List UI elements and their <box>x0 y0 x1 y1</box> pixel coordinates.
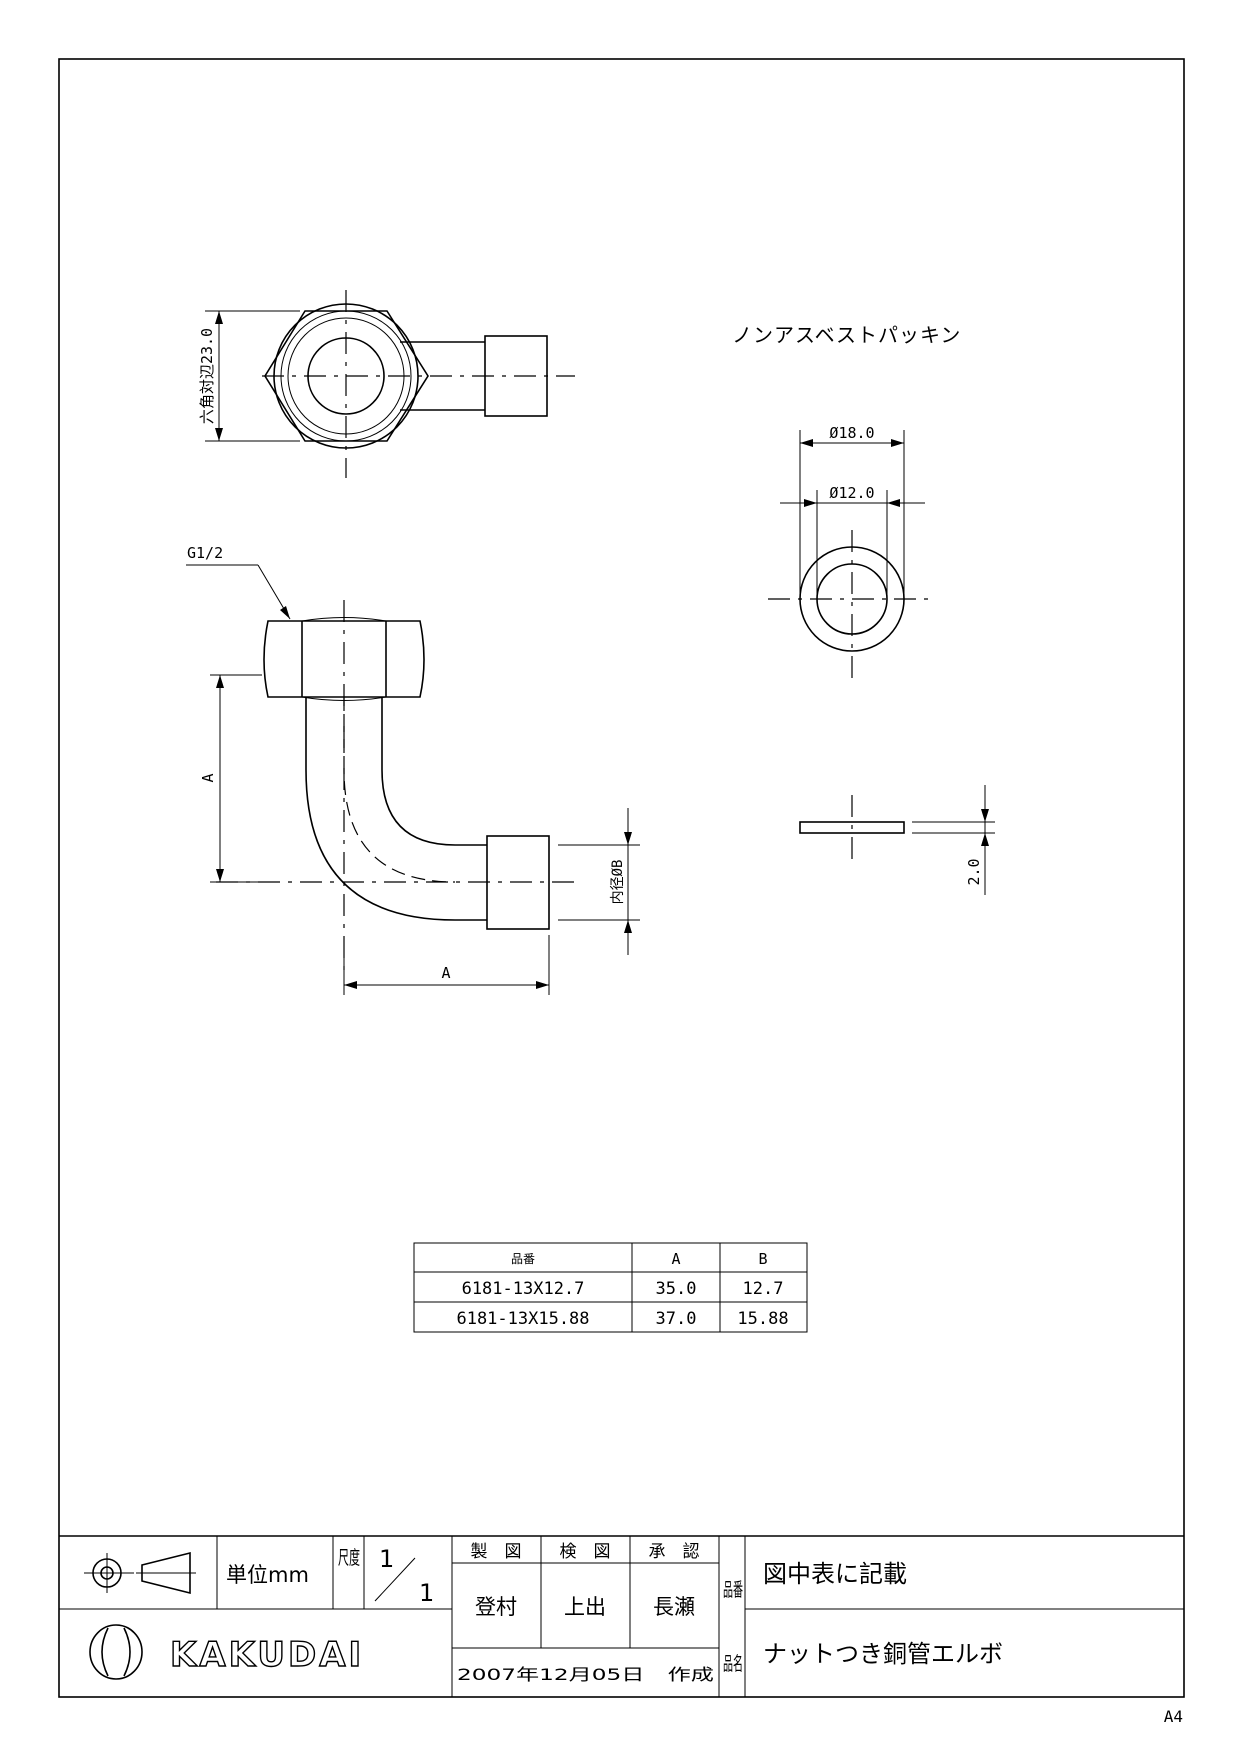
spec-row-2-b: 15.88 <box>737 1309 788 1329</box>
approved-by: 長瀬 <box>653 1595 695 1619</box>
kakudai-logo: KAKUDAI <box>89 1624 364 1680</box>
spec-row-1-part-no: 6181-13X12.7 <box>462 1279 585 1299</box>
scale-label: 尺度 <box>338 1547 360 1569</box>
packing-title: ノンアスベストパッキン <box>732 323 961 347</box>
spec-row-1-a: 35.0 <box>656 1279 697 1299</box>
hex-flat-dimension: 六角対辺23.0 <box>198 328 216 424</box>
drawn-by: 登村 <box>475 1595 517 1619</box>
spec-header-b: B <box>758 1250 767 1268</box>
spec-table: 品番 A B 6181-13X12.7 35.0 12.7 6181-13X15… <box>413 1242 808 1333</box>
logo-text: KAKUDAI <box>170 1635 364 1675</box>
paper-size-label: A4 <box>1164 1707 1183 1726</box>
approved-label: 承 認 <box>649 1542 700 1562</box>
thread-label: G1/2 <box>187 544 223 562</box>
spec-row-1-b: 12.7 <box>743 1279 784 1299</box>
third-angle-projection-symbol <box>84 1551 196 1595</box>
packing-view: ノンアスベストパッキン Ø18.0 Ø12.0 2.0 <box>732 323 995 895</box>
part-no-label: 品番 <box>723 1579 743 1601</box>
spec-row-2-part-no: 6181-13X15.88 <box>456 1309 589 1329</box>
part-name-value: ナットつき銅管エルボ <box>763 1640 1003 1668</box>
sheet-border <box>58 58 1185 1698</box>
packing-thickness: 2.0 <box>965 858 983 885</box>
scale-numerator: 1 <box>379 1545 394 1573</box>
part-name-label: 品名 <box>723 1653 743 1675</box>
dim-a-horizontal: A <box>441 964 450 982</box>
checked-by: 上出 <box>564 1595 606 1619</box>
top-view: 六角対辺23.0 <box>198 290 575 478</box>
unit-label: 単位mm <box>226 1563 309 1587</box>
spec-header-part-no: 品番 <box>511 1252 535 1266</box>
part-no-value: 図中表に記載 <box>763 1560 907 1588</box>
packing-outer-diameter: Ø18.0 <box>829 424 874 442</box>
drawn-label: 製 図 <box>471 1542 522 1562</box>
spec-header-a: A <box>671 1250 680 1268</box>
title-block: 単位mm 尺度 1 1 製 図 検 図 承 認 登村 上出 長瀬 2007年12… <box>59 1535 1184 1697</box>
packing-inner-diameter: Ø12.0 <box>829 484 874 502</box>
dim-a-vertical: A <box>199 773 217 782</box>
creation-date: 2007年12月05日 作成 <box>457 1665 714 1684</box>
spec-row-2-a: 37.0 <box>656 1309 697 1329</box>
checked-label: 検 図 <box>560 1542 611 1562</box>
inner-diameter-dimension: 内径ØB <box>610 860 626 905</box>
side-view: A A 内径ØB G1/2 <box>186 544 640 995</box>
scale-denominator: 1 <box>419 1579 434 1607</box>
